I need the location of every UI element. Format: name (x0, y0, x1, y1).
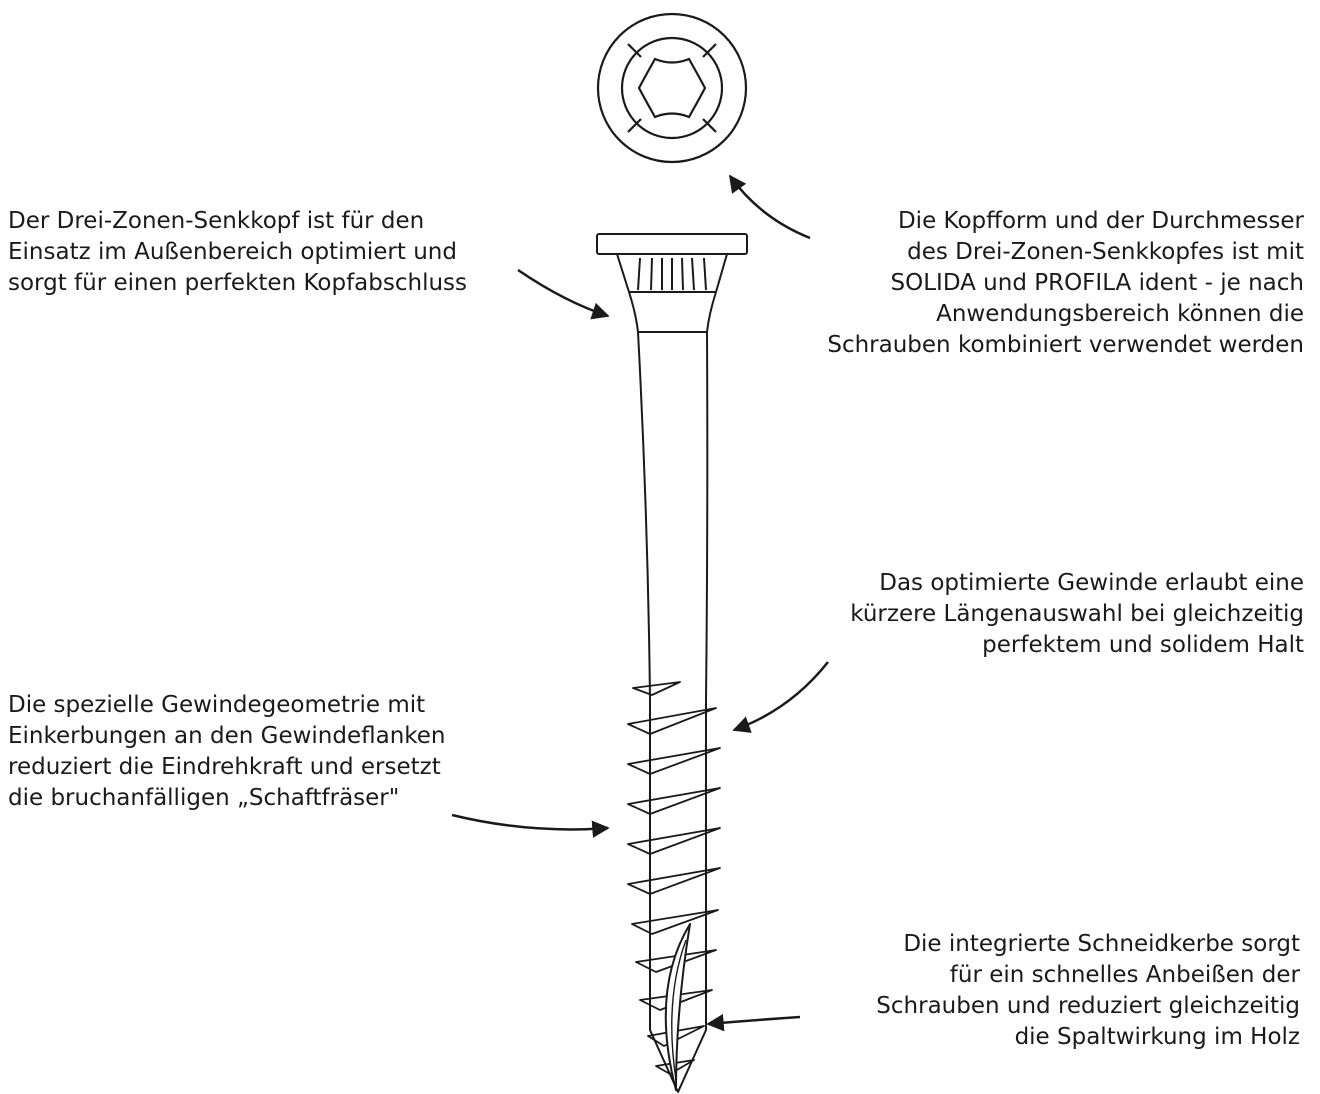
torx-drive-icon (637, 57, 707, 119)
annotation-line: Schrauben kombiniert verwendet werden (827, 332, 1304, 358)
arrow-cutting-notch (706, 1013, 801, 1032)
callout-arrows (451, 174, 829, 1032)
annotation-line: für ein schnelles Anbeißen der (949, 962, 1300, 988)
annotation-line: Der Drei-Zonen-Senkkopf ist für den (8, 208, 425, 234)
screw-shank (637, 331, 709, 1093)
annotation-line: Die integrierte Schneidkerbe sorgt (903, 931, 1300, 957)
annotation-line: die bruchanfälligen „Schaftfräser" (8, 785, 400, 811)
annotation-line: kürzere Längenauswahl bei gleichzeitig (850, 601, 1304, 627)
annotation-line: Das optimierte Gewinde erlaubt eine (879, 570, 1304, 596)
annotation-cutting-notch: Die integrierte Schneidkerbe sorgt für e… (876, 929, 1300, 1053)
screw-side-view (596, 233, 748, 1093)
annotation-head: Der Drei-Zonen-Senkkopf ist für den Eins… (8, 206, 467, 299)
screw-head-top-view (596, 12, 748, 164)
annotation-line: reduziert die Eindrehkraft und ersetzt (8, 754, 441, 780)
annotation-line: Die Kopfform und der Durchmesser (897, 208, 1304, 234)
annotation-line: Die spezielle Gewindegeometrie mit (8, 692, 426, 718)
annotation-head-form: Die Kopfform und der Durchmesser des Dre… (827, 206, 1304, 361)
annotation-line: Schrauben und reduziert gleichzeitig (876, 993, 1300, 1019)
annotation-line: perfektem und solidem Halt (982, 632, 1304, 658)
arrow-thread (732, 661, 829, 733)
annotation-line: des Drei-Zonen-Senkkopfes ist mit (907, 239, 1304, 265)
annotation-line: Einkerbungen an den Gewindeflanken (8, 723, 446, 749)
screw-head-plate (596, 233, 748, 255)
annotation-line: SOLIDA und PROFILA ident - je nach (890, 270, 1304, 296)
arrow-head (517, 268, 610, 320)
arrow-head-form (728, 174, 811, 240)
annotation-line: sorgt für einen perfekten Kopfabschluss (8, 270, 468, 296)
arrow-thread-geometry (451, 813, 610, 838)
annotation-line: die Spaltwirkung im Holz (1014, 1024, 1300, 1050)
annotation-line: Anwendungsbereich können die (936, 301, 1304, 327)
annotation-thread-geometry: Die spezielle Gewindegeometrie mit Einke… (8, 690, 446, 814)
annotation-thread: Das optimierte Gewinde erlaubt eine kürz… (850, 568, 1304, 661)
annotation-line: Einsatz im Außenbereich optimiert und (8, 239, 457, 265)
